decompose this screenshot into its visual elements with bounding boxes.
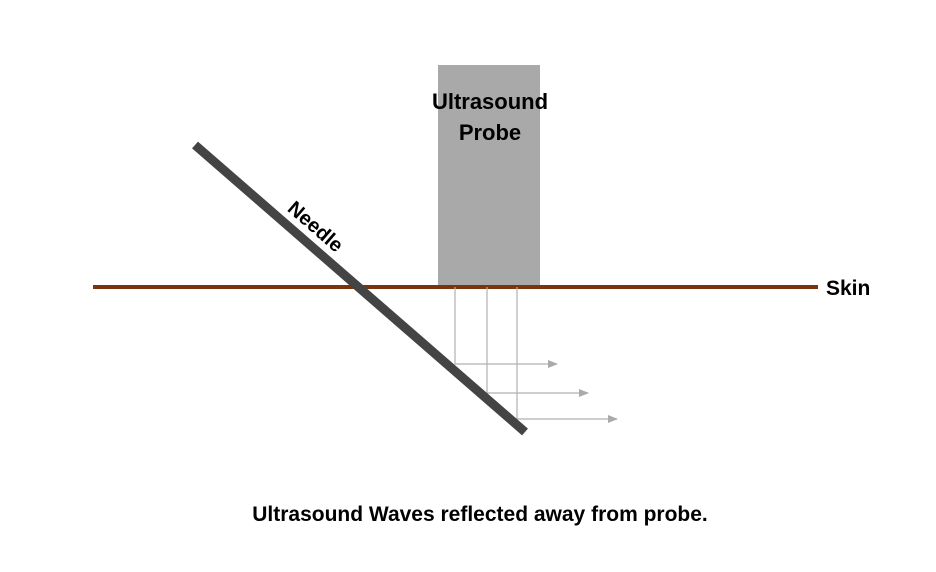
probe-label: Ultrasound Probe xyxy=(410,86,570,148)
wave-3 xyxy=(516,287,618,423)
skin-label: Skin xyxy=(826,277,871,300)
wave-2 xyxy=(486,287,589,397)
caption: Ultrasound Waves reflected away from pro… xyxy=(252,503,708,526)
needle xyxy=(192,141,528,436)
probe-label-line1: Ultrasound xyxy=(431,89,549,114)
ultrasound-waves xyxy=(454,287,618,423)
ultrasound-probe xyxy=(438,65,540,286)
wave-1 xyxy=(454,287,558,368)
probe-label-line2: Probe xyxy=(458,120,522,145)
